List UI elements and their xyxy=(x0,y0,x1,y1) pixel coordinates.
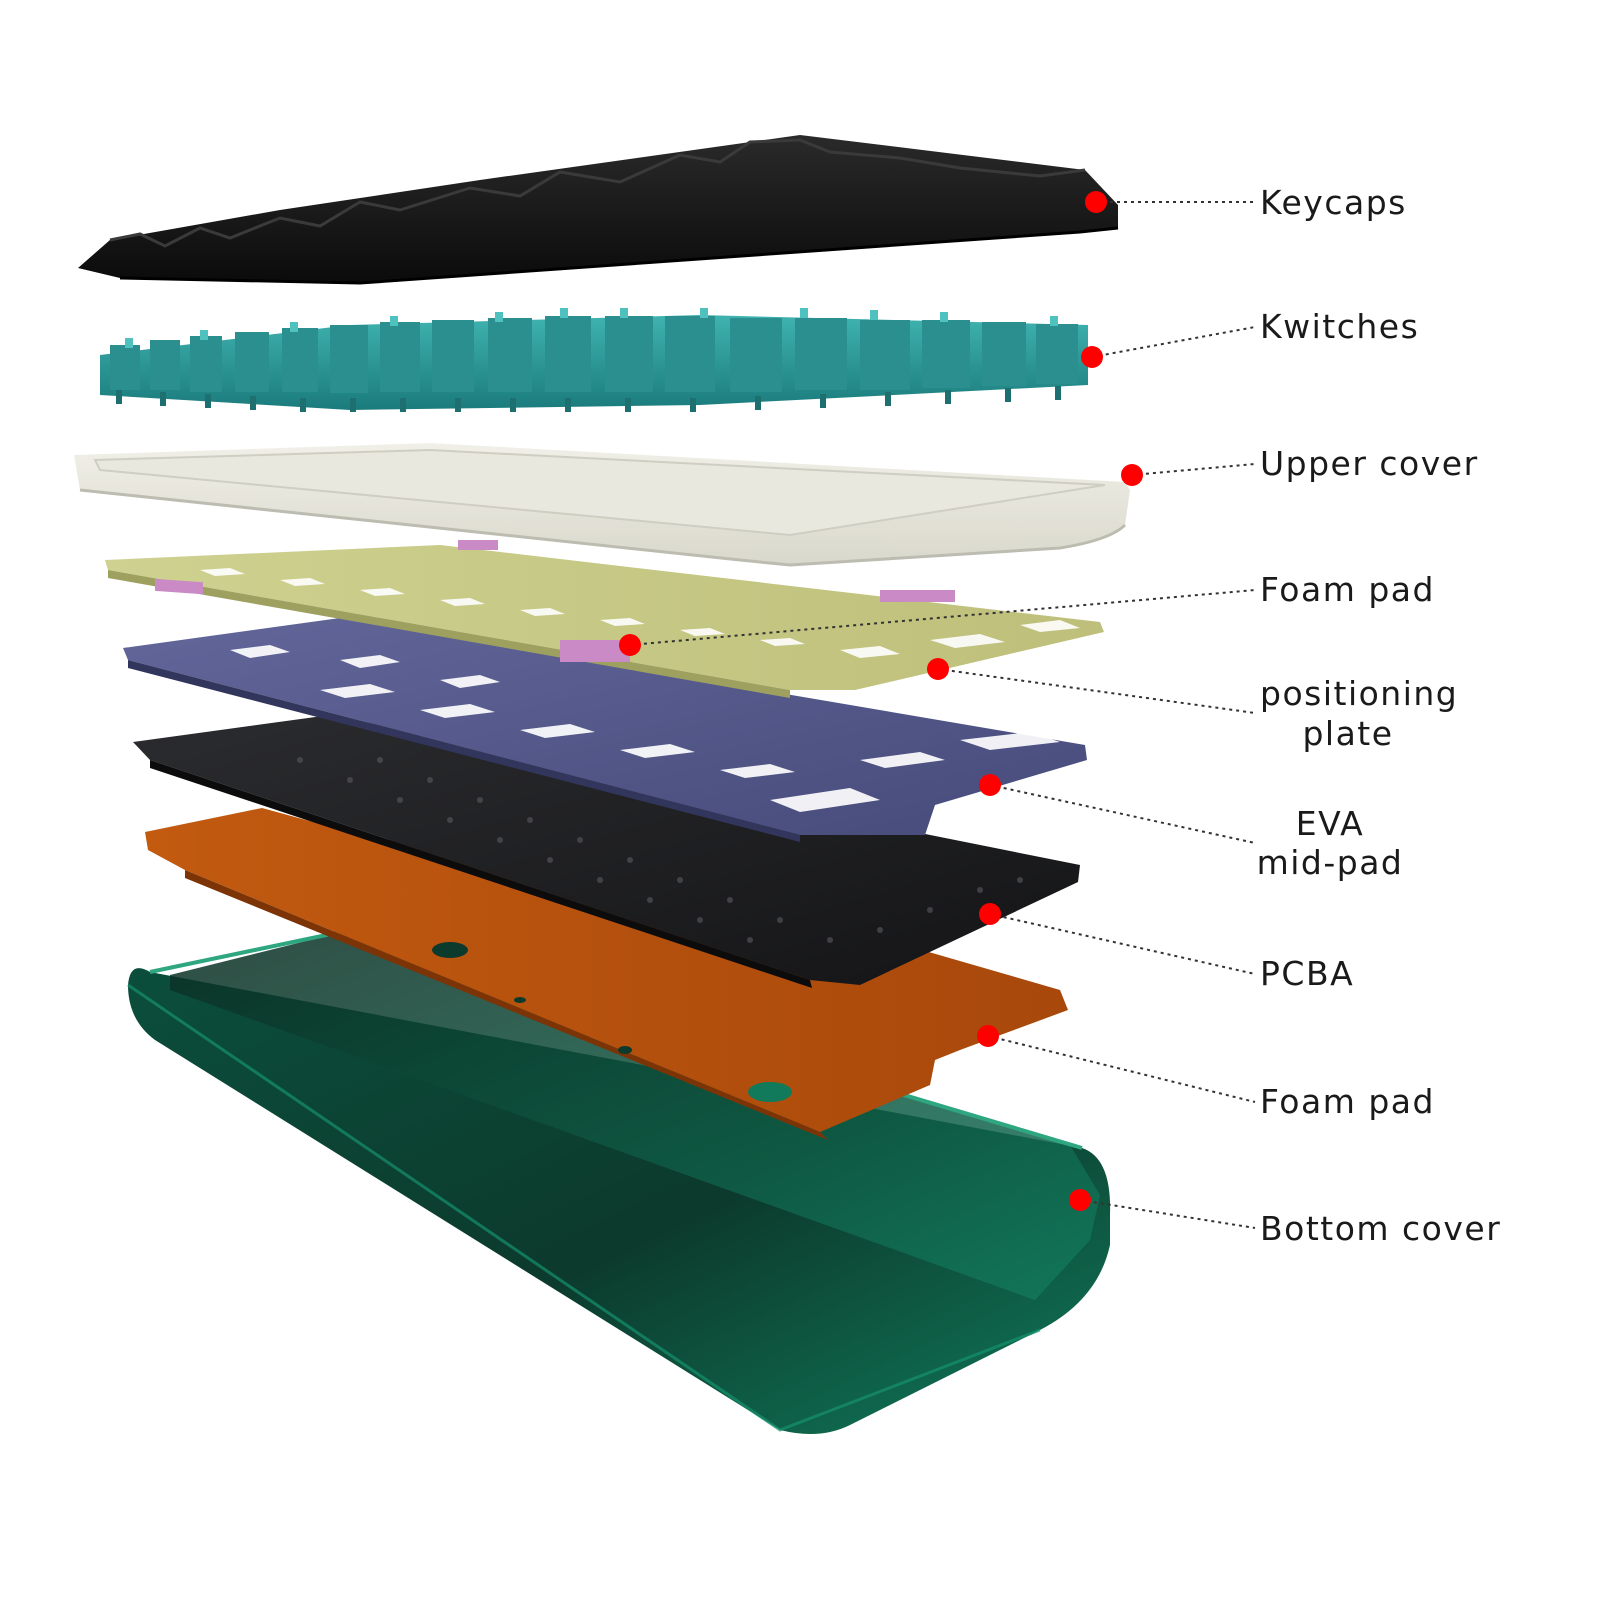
label-foam-pad-bottom: Foam pad xyxy=(1260,1082,1435,1121)
label-eva-mid-pad-line2: mid-pad xyxy=(1257,843,1404,882)
label-keycaps: Keycaps xyxy=(1260,183,1407,222)
positioning-plate-part xyxy=(123,618,1087,842)
leader-upper-cover xyxy=(1131,463,1256,476)
leader-foam-pad-bottom xyxy=(987,1035,1256,1103)
marker-foam-pad-top xyxy=(619,634,641,656)
upper-cover-part xyxy=(74,443,1130,567)
marker-switches xyxy=(1081,346,1103,368)
label-bottom-cover: Bottom cover xyxy=(1260,1209,1501,1248)
label-positioning-plate-line2: plate xyxy=(1302,714,1393,753)
foam-pad-top-part xyxy=(105,540,1104,698)
labels: Keycaps Kwitches Upper cover Foam pad po… xyxy=(1257,183,1501,1248)
leader-switches xyxy=(1091,326,1256,358)
marker-eva-mid-pad xyxy=(979,774,1001,796)
foam-pad-bottom-part xyxy=(145,808,1068,1140)
leader-bottom-cover xyxy=(1079,1199,1256,1229)
label-pcba: PCBA xyxy=(1260,954,1354,993)
leader-eva-mid-pad xyxy=(989,784,1256,844)
marker-foam-pad-bottom xyxy=(977,1025,999,1047)
leader-pcba xyxy=(989,913,1256,975)
label-switches: Kwitches xyxy=(1260,307,1419,346)
switches-part xyxy=(100,308,1088,412)
marker-positioning-plate xyxy=(927,658,949,680)
keycaps-part xyxy=(78,135,1119,285)
label-eva-mid-pad-line1: EVA xyxy=(1296,804,1364,843)
markers xyxy=(619,191,1143,1211)
marker-keycaps xyxy=(1085,191,1107,213)
label-upper-cover: Upper cover xyxy=(1260,444,1479,483)
leader-lines xyxy=(629,201,1256,1229)
label-positioning-plate-line1: positioning xyxy=(1260,674,1458,713)
leader-positioning-plate xyxy=(937,668,1256,714)
pcba-part xyxy=(133,715,1080,988)
marker-pcba xyxy=(979,903,1001,925)
marker-bottom-cover xyxy=(1069,1189,1091,1211)
marker-upper-cover xyxy=(1121,464,1143,486)
label-foam-pad-top: Foam pad xyxy=(1260,570,1435,609)
